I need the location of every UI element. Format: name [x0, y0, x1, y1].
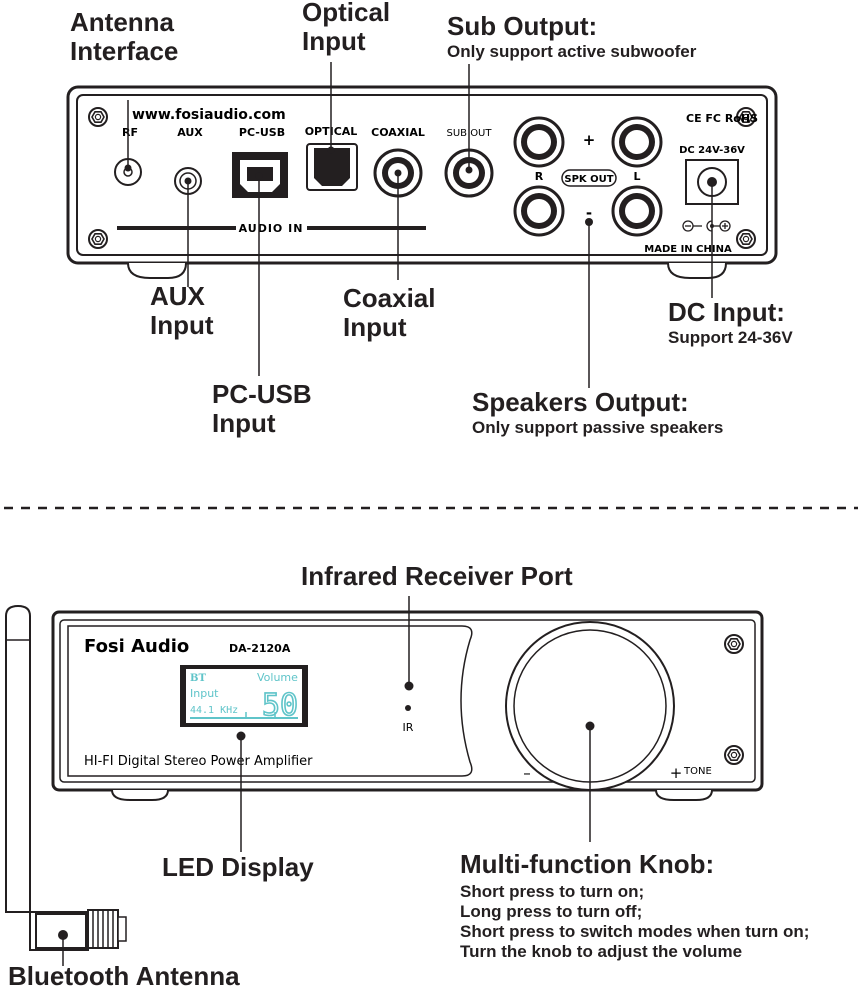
spk-out-label: SPK OUT [564, 174, 613, 185]
coaxial-label: COAXIAL [371, 126, 425, 139]
callout-antenna-interface: Antenna Interface [70, 7, 179, 67]
aux-label: AUX [177, 126, 203, 139]
callout-aux-line1: AUX [150, 281, 205, 311]
speaker-post-icon [513, 185, 565, 237]
rear-website: www.fosiaudio.com [132, 107, 286, 123]
callout-knob-title: Multi-function Knob: [460, 849, 715, 879]
left-channel-label: L [633, 170, 640, 183]
callout-knob-line1: Short press to turn on; [460, 882, 645, 902]
brand-name: Fosi Audio [84, 636, 189, 657]
speaker-terminals: + - R L SPK OUT [513, 116, 663, 237]
cert-marks: CE FC RoHS [686, 112, 758, 125]
dc-rating-label: DC 24V-36V [679, 145, 745, 156]
minus-label: - [586, 204, 592, 222]
optical-port [306, 143, 358, 191]
callout-pcusb-input: PC-USB Input [212, 379, 312, 439]
audio-in-label: AUDIO IN [239, 222, 304, 235]
plus-label: + [583, 131, 596, 149]
rear-panel: www.fosiaudio.com RF AUX PC-USB OPTICAL … [66, 85, 778, 279]
callout-speakers-title: Speakers Output: [472, 387, 689, 417]
front-panel: Fosi Audio DA-2120A HI-FI Digital Stereo… [51, 610, 764, 801]
made-in-label: MADE IN CHINA [644, 244, 732, 255]
screw-icon [724, 634, 744, 654]
screw-icon [88, 229, 108, 249]
front-tagline: HI-FI Digital Stereo Power Amplifier [84, 754, 313, 769]
callout-infrared-receiver: Infrared Receiver Port [301, 561, 573, 591]
leader-dots [124, 146, 716, 226]
speaker-post-icon [611, 116, 663, 168]
speaker-post-icon [611, 185, 663, 237]
front-leader-dots [236, 681, 595, 741]
ir-sensor [405, 705, 411, 711]
lcd-mode: BT [190, 673, 206, 684]
callout-led-title: LED Display [162, 852, 314, 882]
rear-leader-lines [127, 62, 713, 388]
lcd-input: Input [190, 687, 219, 700]
callout-antenna-line2: Interface [70, 36, 179, 67]
screw-icon [736, 229, 756, 249]
callout-bt-title: Bluetooth Antenna [8, 961, 240, 991]
callout-aux-input: AUX Input [150, 281, 214, 341]
callout-speakers-desc: Only support passive speakers [472, 418, 724, 438]
callout-coaxial-input: Coaxial Input [343, 283, 436, 343]
tone-label: TONE [683, 766, 712, 777]
callout-pcusb-line1: PC-USB [212, 379, 312, 409]
volume-knob[interactable] [505, 621, 675, 791]
speaker-post-icon [513, 116, 565, 168]
callout-optical-line2: Input [302, 26, 366, 57]
ir-label: IR [403, 721, 414, 734]
callout-sub-output: Sub Output: Only support active subwoofe… [447, 11, 697, 62]
knob-plus-label: + [670, 764, 683, 782]
pcusb-label: PC-USB [239, 126, 285, 139]
callout-dc-input: DC Input: Support 24-36V [668, 297, 793, 348]
screw-icon [88, 107, 108, 127]
lcd-rate: 44.1 KHz [190, 705, 238, 716]
callout-pcusb-line2: Input [212, 408, 276, 439]
bluetooth-antenna [5, 604, 127, 966]
callout-optical-line1: Optical [302, 0, 391, 27]
front-leader-lines [240, 596, 591, 852]
lcd-display: BT Input 44.1 KHz Volume 50 [180, 665, 308, 727]
callout-multifunction-knob: Multi-function Knob: Short press to turn… [460, 849, 810, 962]
callout-sub-desc: Only support active subwoofer [447, 42, 697, 62]
polarity-icon [682, 220, 731, 232]
callout-aux-line2: Input [150, 310, 214, 341]
callout-sub-title: Sub Output: [447, 11, 598, 41]
knob-minus-label: – [523, 764, 531, 782]
callout-dc-desc: Support 24-36V [668, 328, 793, 348]
callout-coaxial-line1: Coaxial [343, 283, 436, 313]
callout-bluetooth-antenna: Bluetooth Antenna [8, 961, 240, 991]
screw-icon [724, 745, 744, 765]
callout-knob-line2: Long press to turn off; [460, 902, 643, 922]
right-channel-label: R [535, 170, 544, 183]
callout-antenna-line1: Antenna [70, 7, 174, 37]
callout-speakers-output: Speakers Output: Only support passive sp… [472, 387, 724, 438]
rf-label: RF [122, 126, 138, 139]
callout-optical-input: Optical Input [302, 0, 390, 56]
callout-knob-line4: Turn the knob to adjust the volume [460, 942, 743, 962]
lcd-volume-label: Volume [257, 671, 298, 684]
model-number: DA-2120A [229, 642, 291, 655]
callout-led-display: LED Display [162, 852, 314, 882]
callout-knob-line3: Short press to switch modes when turn on… [460, 922, 810, 942]
callout-dc-title: DC Input: [668, 297, 785, 327]
callout-ir-title: Infrared Receiver Port [301, 561, 573, 591]
callout-coaxial-line2: Input [343, 312, 407, 343]
